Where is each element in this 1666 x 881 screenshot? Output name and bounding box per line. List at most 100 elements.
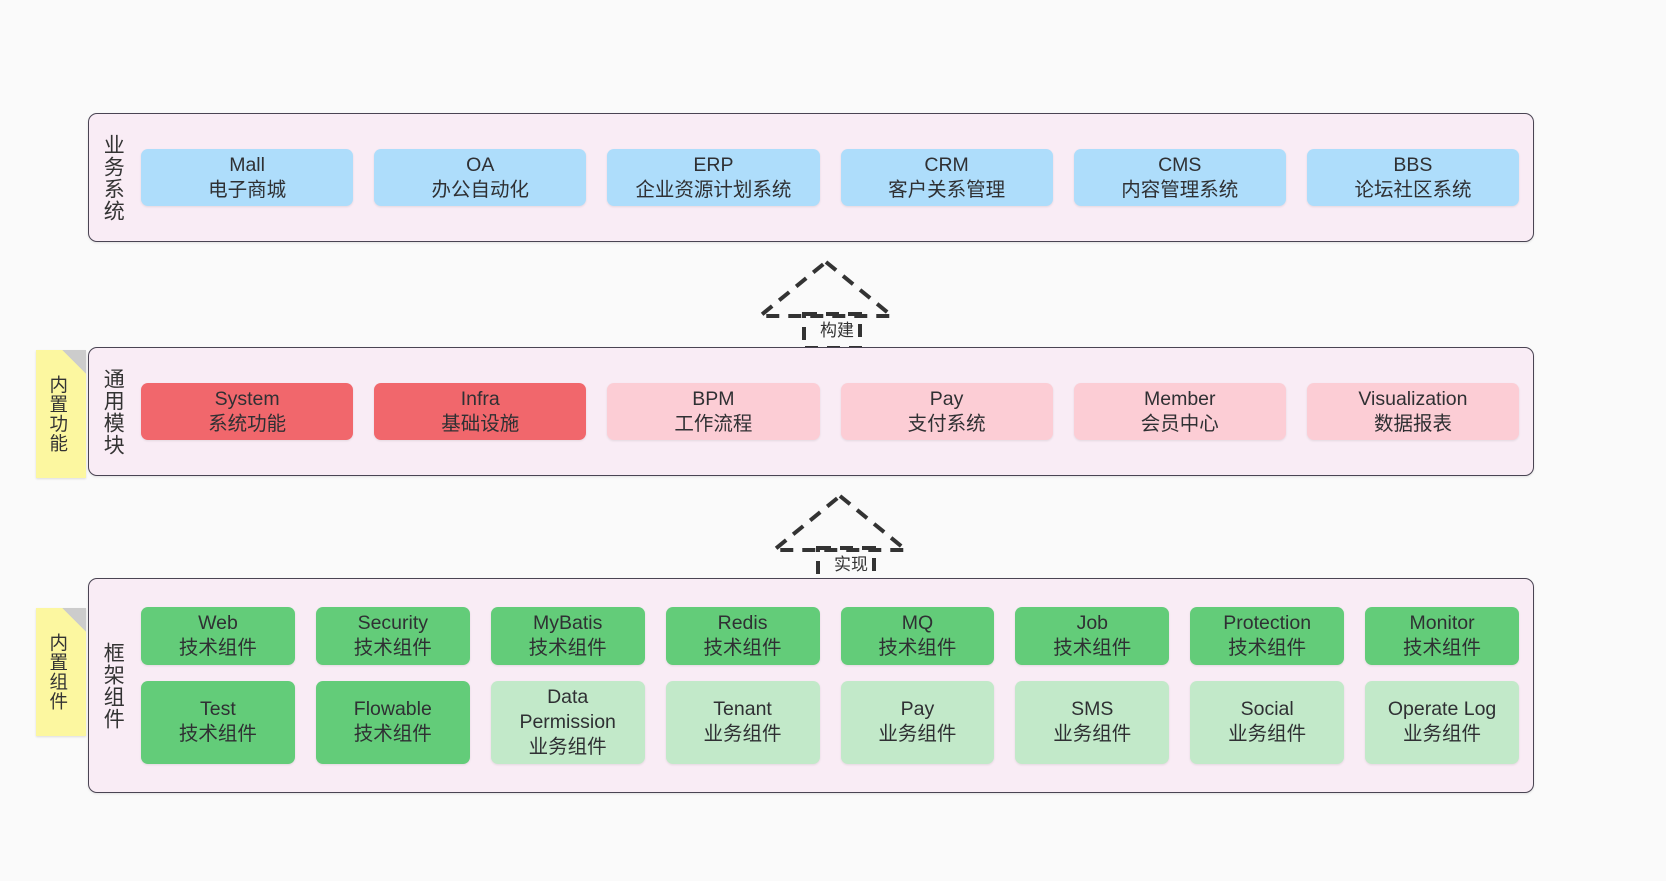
card-title: Security (357, 612, 429, 635)
card-title: Mall (229, 153, 265, 176)
card-security[interactable]: Security 技术组件 (315, 607, 470, 666)
card-title: Member (1144, 387, 1216, 410)
card-operate-log[interactable]: Operate Log 业务组件 (1365, 681, 1519, 764)
card-test[interactable]: Test 技术组件 (141, 681, 295, 764)
card-subtitle: 技术组件 (1053, 637, 1132, 660)
card-title: Protection (1223, 612, 1312, 635)
card-title: Flowable (353, 698, 432, 721)
card-data-permission[interactable]: Data Permission 业务组件 (490, 681, 645, 764)
card-row: System 系统功能 Infra 基础设施 BPM 工作流程 Pay 支付系统… (141, 382, 1520, 441)
layer-body-business-system: Mall 电子商城 OA 办公自动化 ERP 企业资源计划系统 CRM 客户关系… (135, 114, 1533, 241)
card-subtitle: 会员中心 (1140, 412, 1219, 435)
note-builtin-function: 内置功能 (36, 350, 86, 478)
card-protection[interactable]: Protection 技术组件 (1190, 607, 1345, 666)
card-title: Operate Log (1387, 698, 1497, 721)
card-row: Web 技术组件 Security 技术组件 MyBatis 技术组件 Redi… (141, 607, 1519, 666)
card-oa[interactable]: OA 办公自动化 (374, 148, 587, 207)
card-title: CMS (1158, 153, 1202, 176)
card-title: Job (1076, 612, 1109, 635)
card-title: Web (198, 612, 238, 635)
card-subtitle: 电子商城 (208, 178, 287, 201)
card-subtitle: 基础设施 (441, 412, 520, 435)
card-title: Visualization (1358, 387, 1468, 410)
card-subtitle: 数据报表 (1373, 412, 1452, 435)
layer-title-framework-component: 框架组件 (101, 641, 125, 730)
card-title: BBS (1393, 153, 1433, 176)
card-pay-module[interactable]: Pay 支付系统 (840, 382, 1053, 441)
layer-body-common-module: System 系统功能 Infra 基础设施 BPM 工作流程 Pay 支付系统… (135, 348, 1533, 475)
arrow-stem-icon (802, 312, 862, 350)
card-subtitle: 技术组件 (703, 637, 782, 660)
connector-implement: 实现 (768, 492, 920, 584)
card-infra[interactable]: Infra 基础设施 (374, 382, 587, 441)
card-subtitle: 业务组件 (703, 723, 782, 746)
note-label: 内置功能 (47, 375, 69, 453)
card-tenant[interactable]: Tenant 业务组件 (665, 681, 820, 764)
card-social[interactable]: Social 业务组件 (1190, 681, 1345, 764)
layer-business-system: 业务系统 Mall 电子商城 OA 办公自动化 ERP 企业资源计划系统 CRM… (88, 113, 1534, 242)
card-monitor[interactable]: Monitor 技术组件 (1365, 607, 1519, 666)
card-title: ERP (693, 153, 734, 176)
card-subtitle: 技术组件 (878, 637, 957, 660)
card-pay-component[interactable]: Pay 业务组件 (840, 681, 995, 764)
card-bpm[interactable]: BPM 工作流程 (607, 382, 820, 441)
card-mq[interactable]: MQ 技术组件 (840, 607, 995, 666)
card-subtitle: 企业资源计划系统 (635, 178, 792, 201)
card-title: SMS (1071, 698, 1114, 721)
card-subtitle: 办公自动化 (431, 178, 530, 201)
card-title: Pay (929, 387, 964, 410)
card-mybatis[interactable]: MyBatis 技术组件 (490, 607, 645, 666)
card-title: Redis (717, 612, 768, 635)
card-subtitle: 技术组件 (1403, 637, 1482, 660)
card-member[interactable]: Member 会员中心 (1073, 382, 1286, 441)
arrow-stem-icon (816, 546, 876, 584)
layer-title-business-system: 业务系统 (101, 133, 125, 222)
note-fold-icon (62, 608, 86, 632)
card-subtitle: 业务组件 (1228, 723, 1307, 746)
card-subtitle: 业务组件 (528, 735, 607, 758)
card-cms[interactable]: CMS 内容管理系统 (1073, 148, 1286, 207)
card-flowable[interactable]: Flowable 技术组件 (315, 681, 470, 764)
card-bbs[interactable]: BBS 论坛社区系统 (1306, 148, 1520, 207)
card-subtitle: 技术组件 (178, 637, 257, 660)
card-title: MyBatis (533, 612, 603, 635)
note-builtin-component: 内置组件 (36, 608, 86, 736)
card-row: Test 技术组件 Flowable 技术组件 Data Permission … (141, 681, 1519, 764)
card-mall[interactable]: Mall 电子商城 (141, 148, 354, 207)
card-subtitle: 支付系统 (907, 412, 986, 435)
note-label: 内置组件 (47, 633, 69, 711)
card-title: System (214, 387, 280, 410)
connector-label-implement: 实现 (832, 555, 870, 574)
card-redis[interactable]: Redis 技术组件 (665, 607, 820, 666)
card-subtitle: 业务组件 (1403, 723, 1482, 746)
card-title: CRM (924, 153, 969, 176)
layer-common-module: 通用模块 System 系统功能 Infra 基础设施 BPM 工作流程 Pay… (88, 347, 1534, 476)
card-title: Pay (900, 698, 935, 721)
arrow-triangle-icon (754, 259, 898, 318)
card-subtitle: 论坛社区系统 (1354, 178, 1472, 201)
card-title: Test (200, 698, 236, 721)
card-title: BPM (692, 387, 735, 410)
card-subtitle: 工作流程 (674, 412, 753, 435)
card-title: Tenant (713, 698, 772, 721)
card-subtitle: 技术组件 (353, 637, 432, 660)
card-web[interactable]: Web 技术组件 (141, 607, 295, 666)
layer-title-common-module: 通用模块 (101, 367, 125, 456)
connector-build: 构建 (754, 258, 906, 350)
card-system[interactable]: System 系统功能 (141, 382, 354, 441)
card-job[interactable]: Job 技术组件 (1015, 607, 1170, 666)
card-crm[interactable]: CRM 客户关系管理 (840, 148, 1053, 207)
card-row: Mall 电子商城 OA 办公自动化 ERP 企业资源计划系统 CRM 客户关系… (141, 148, 1520, 207)
card-erp[interactable]: ERP 企业资源计划系统 (607, 148, 820, 207)
card-title: MQ (901, 612, 934, 635)
card-sms[interactable]: SMS 业务组件 (1015, 681, 1170, 764)
note-fold-icon (62, 350, 86, 374)
card-visualization[interactable]: Visualization 数据报表 (1306, 382, 1520, 441)
layer-framework-component: 框架组件 Web 技术组件 Security 技术组件 MyBatis 技术组件… (88, 578, 1534, 793)
card-subtitle: 客户关系管理 (888, 178, 1006, 201)
card-subtitle: 技术组件 (178, 723, 257, 746)
card-subtitle: 技术组件 (353, 723, 432, 746)
card-subtitle: 内容管理系统 (1121, 178, 1239, 201)
card-title: Monitor (1409, 612, 1475, 635)
